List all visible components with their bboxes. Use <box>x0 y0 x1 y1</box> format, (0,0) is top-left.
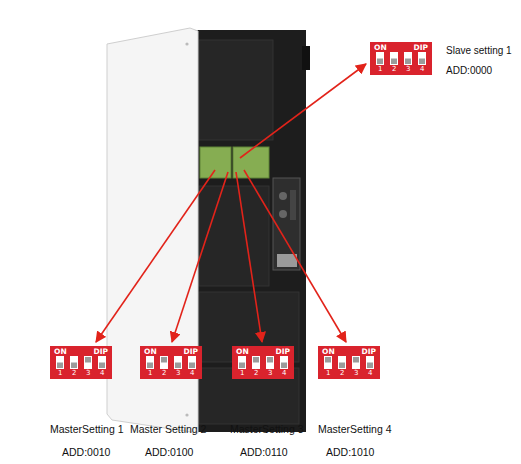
breaker <box>277 254 297 267</box>
front-cover <box>107 28 198 433</box>
dip-switch: ON DIP 1 2 3 4 <box>318 346 380 379</box>
circuit-board <box>200 147 231 178</box>
switch-numbers: 1 2 3 4 <box>326 369 372 378</box>
master-caption: ADD:0010 <box>62 446 110 459</box>
dip-switch: ON DIP 1 2 3 4 <box>140 346 202 379</box>
master-caption: MasterSetting 4 <box>318 423 392 436</box>
switch-dip-label: DIP <box>275 347 290 356</box>
slave-caption: ADD:0000 <box>446 64 492 77</box>
switch-dip-label: DIP <box>361 347 376 356</box>
master-caption: MasterSetting 3 <box>230 423 304 436</box>
terminal <box>279 192 287 200</box>
master-caption: Master Setting 2 <box>130 423 206 436</box>
side-handle <box>302 46 310 70</box>
pointer-arrow <box>236 172 262 342</box>
master-caption: ADD:0100 <box>145 446 193 459</box>
pointer-arrow <box>240 64 366 158</box>
module-shelf <box>199 40 273 140</box>
switch-on-label: ON <box>144 347 157 356</box>
module-shelf <box>199 368 299 424</box>
switch-numbers: 1 2 3 4 <box>58 369 104 378</box>
circuit-board <box>233 147 269 178</box>
switch-numbers: 1 2 3 4 <box>240 369 286 378</box>
switch-numbers: 1 2 3 4 <box>378 65 424 74</box>
dip-switch: ON DIP 1 2 3 4 <box>50 346 112 379</box>
switch-numbers: 1 2 3 4 <box>148 369 194 378</box>
switch-dip-label: DIP <box>183 347 198 356</box>
master-caption: ADD:0110 <box>240 446 288 459</box>
screw <box>185 413 188 416</box>
connector <box>290 190 296 220</box>
cabinet-body <box>194 30 306 432</box>
switch-dip-label: DIP <box>413 43 428 52</box>
switch-dip-label: DIP <box>93 347 108 356</box>
dip-switch: ON DIP 1 2 3 4 <box>370 42 432 75</box>
master-caption: MasterSetting 1 <box>50 423 124 436</box>
module-shelf <box>199 186 269 286</box>
switch-on-label: ON <box>236 347 249 356</box>
pointer-arrow <box>244 170 346 342</box>
switch-on-label: ON <box>322 347 335 356</box>
screw <box>185 42 188 45</box>
switch-on-label: ON <box>374 43 387 52</box>
terminal <box>279 210 287 218</box>
master-caption: ADD:1010 <box>326 446 374 459</box>
pointer-arrow <box>172 172 228 342</box>
pointer-arrow <box>96 170 215 342</box>
switch-on-label: ON <box>54 347 67 356</box>
slave-caption: Slave setting 1 <box>446 44 512 57</box>
dip-switch: ON DIP 1 2 3 4 <box>232 346 294 379</box>
